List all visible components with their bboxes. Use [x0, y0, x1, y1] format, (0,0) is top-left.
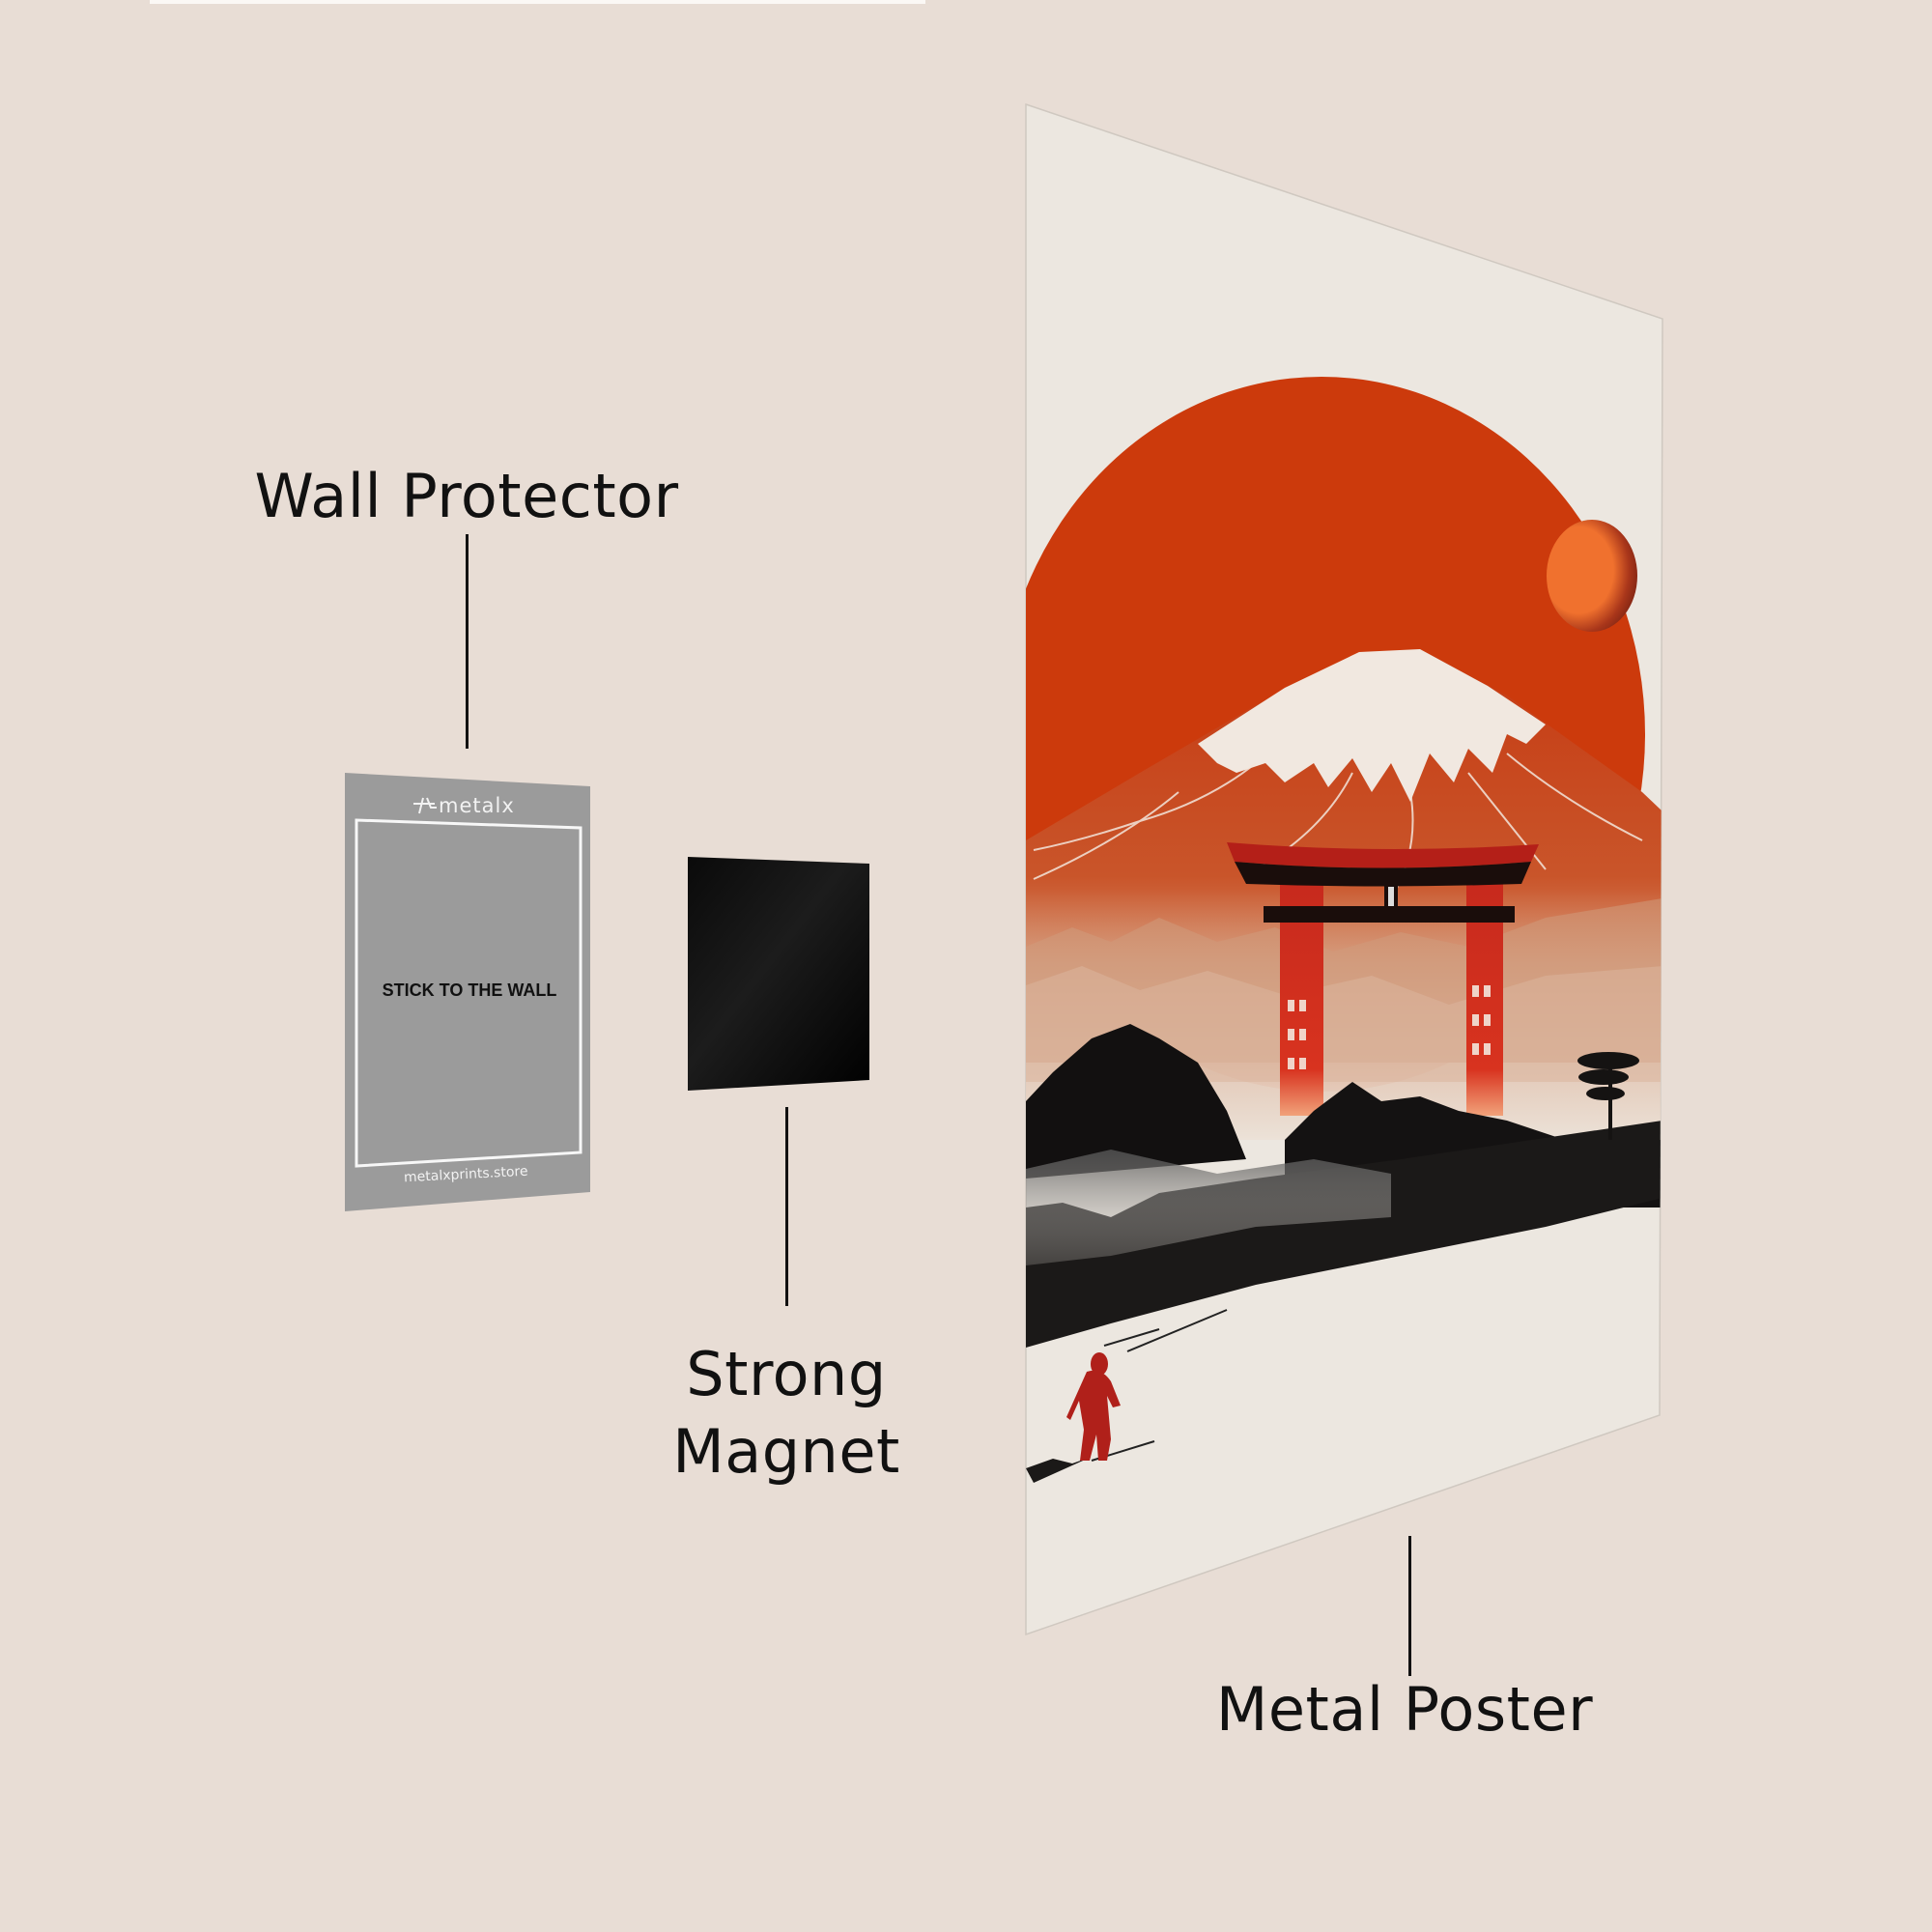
strong-magnet-label-line2: Magnet [672, 1416, 900, 1487]
red-figure [1066, 1352, 1121, 1461]
black-rocks [1026, 1024, 1246, 1179]
wall-protector-card [345, 773, 590, 1211]
metalx-logo-icon [413, 797, 437, 814]
strong-magnet [688, 857, 869, 1091]
metal-poster-leader-line [1408, 1536, 1411, 1676]
small-moon [1547, 520, 1637, 632]
top-edge-strip [150, 0, 925, 4]
torii-gate [1227, 842, 1539, 1116]
strong-magnet-label-line1: Strong [686, 1339, 887, 1409]
wall-protector-leader-line [466, 534, 469, 749]
metal-poster-label: Metal Poster [1215, 1674, 1594, 1745]
stick-to-the-wall-text: STICK TO THE WALL [382, 980, 557, 1000]
metalx-brand-text: metalx [439, 794, 515, 817]
wall-protector-label: Wall Protector [254, 461, 679, 531]
metal-poster [1025, 102, 1663, 1636]
strong-magnet-leader-line [785, 1107, 788, 1306]
pine-tree [1577, 1052, 1639, 1140]
